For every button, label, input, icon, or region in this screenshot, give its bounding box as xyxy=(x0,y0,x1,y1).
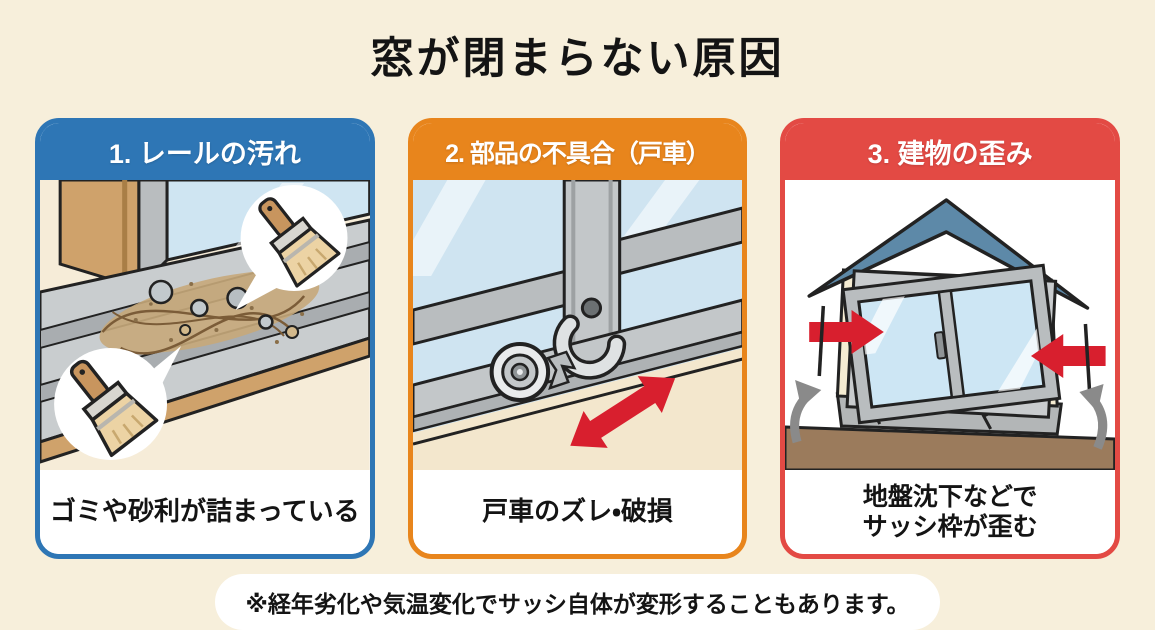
panel-rail-dirt-art xyxy=(40,180,370,470)
roller-housing-hook xyxy=(552,314,626,380)
panel-building-distortion-art xyxy=(785,180,1116,470)
roller-wheel-icon xyxy=(489,342,550,402)
tilted-house-illustration xyxy=(785,180,1116,470)
panel-building-distortion-header: 3. 建物の歪み xyxy=(785,123,1116,180)
cause-panels: 1. レールの汚れ xyxy=(0,118,1155,559)
panel-roller-failure-caption: 戸車のズレ・破損 xyxy=(412,470,743,554)
ground xyxy=(785,425,1116,470)
panel-rail-dirt-header: 1. レールの汚れ xyxy=(40,123,370,180)
red-double-arrow-icon xyxy=(569,376,675,448)
panel-roller-failure-header: 2. 部品の不具合（戸車） xyxy=(412,123,743,180)
motion-line xyxy=(817,305,826,377)
footnote-text: ※経年劣化や気温変化でサッシ自体が変形することもあります。 xyxy=(245,591,910,617)
panel-roller-failure-art xyxy=(412,180,743,470)
motion-line xyxy=(1084,323,1092,391)
panel-building-distortion: 3. 建物の歪み xyxy=(780,118,1121,559)
broken-bracket xyxy=(545,350,577,390)
panel-rail-dirt-title: 1. レールの汚れ xyxy=(108,139,301,169)
window-handle xyxy=(934,331,948,360)
warped-window xyxy=(841,263,1062,425)
red-arrow-left-icon xyxy=(809,310,885,354)
ground-shift-arrow-right-icon xyxy=(1079,384,1108,450)
page-title: 窓が閉まらない原因 xyxy=(370,35,785,83)
ground-shift-arrow-left-icon xyxy=(790,380,822,444)
panel-rail-dirt-caption: ゴミや砂利が詰まっている xyxy=(40,470,370,554)
panel-roller-failure-title: 2. 部品の不具合（戸車） xyxy=(445,139,711,168)
panel-building-distortion-caption: 地盤沈下などで サッシ枠が歪む xyxy=(785,470,1116,554)
dirty-rail-illustration xyxy=(40,180,370,470)
brush-bubble-bottom xyxy=(54,346,182,460)
panel-building-distortion-title: 3. 建物の歪み xyxy=(867,139,1033,169)
broken-roller-illustration xyxy=(412,180,743,470)
panel-roller-failure: 2. 部品の不具合（戸車） xyxy=(407,118,748,559)
roof xyxy=(807,198,1090,310)
screw-hole xyxy=(580,297,602,319)
footnote: ※経年劣化や気温変化でサッシ自体が変形することもあります。 xyxy=(215,574,940,630)
red-arrow-right-icon xyxy=(1031,334,1106,378)
panel-rail-dirt: 1. レールの汚れ xyxy=(35,118,375,559)
brush-bubble-top xyxy=(235,185,348,310)
